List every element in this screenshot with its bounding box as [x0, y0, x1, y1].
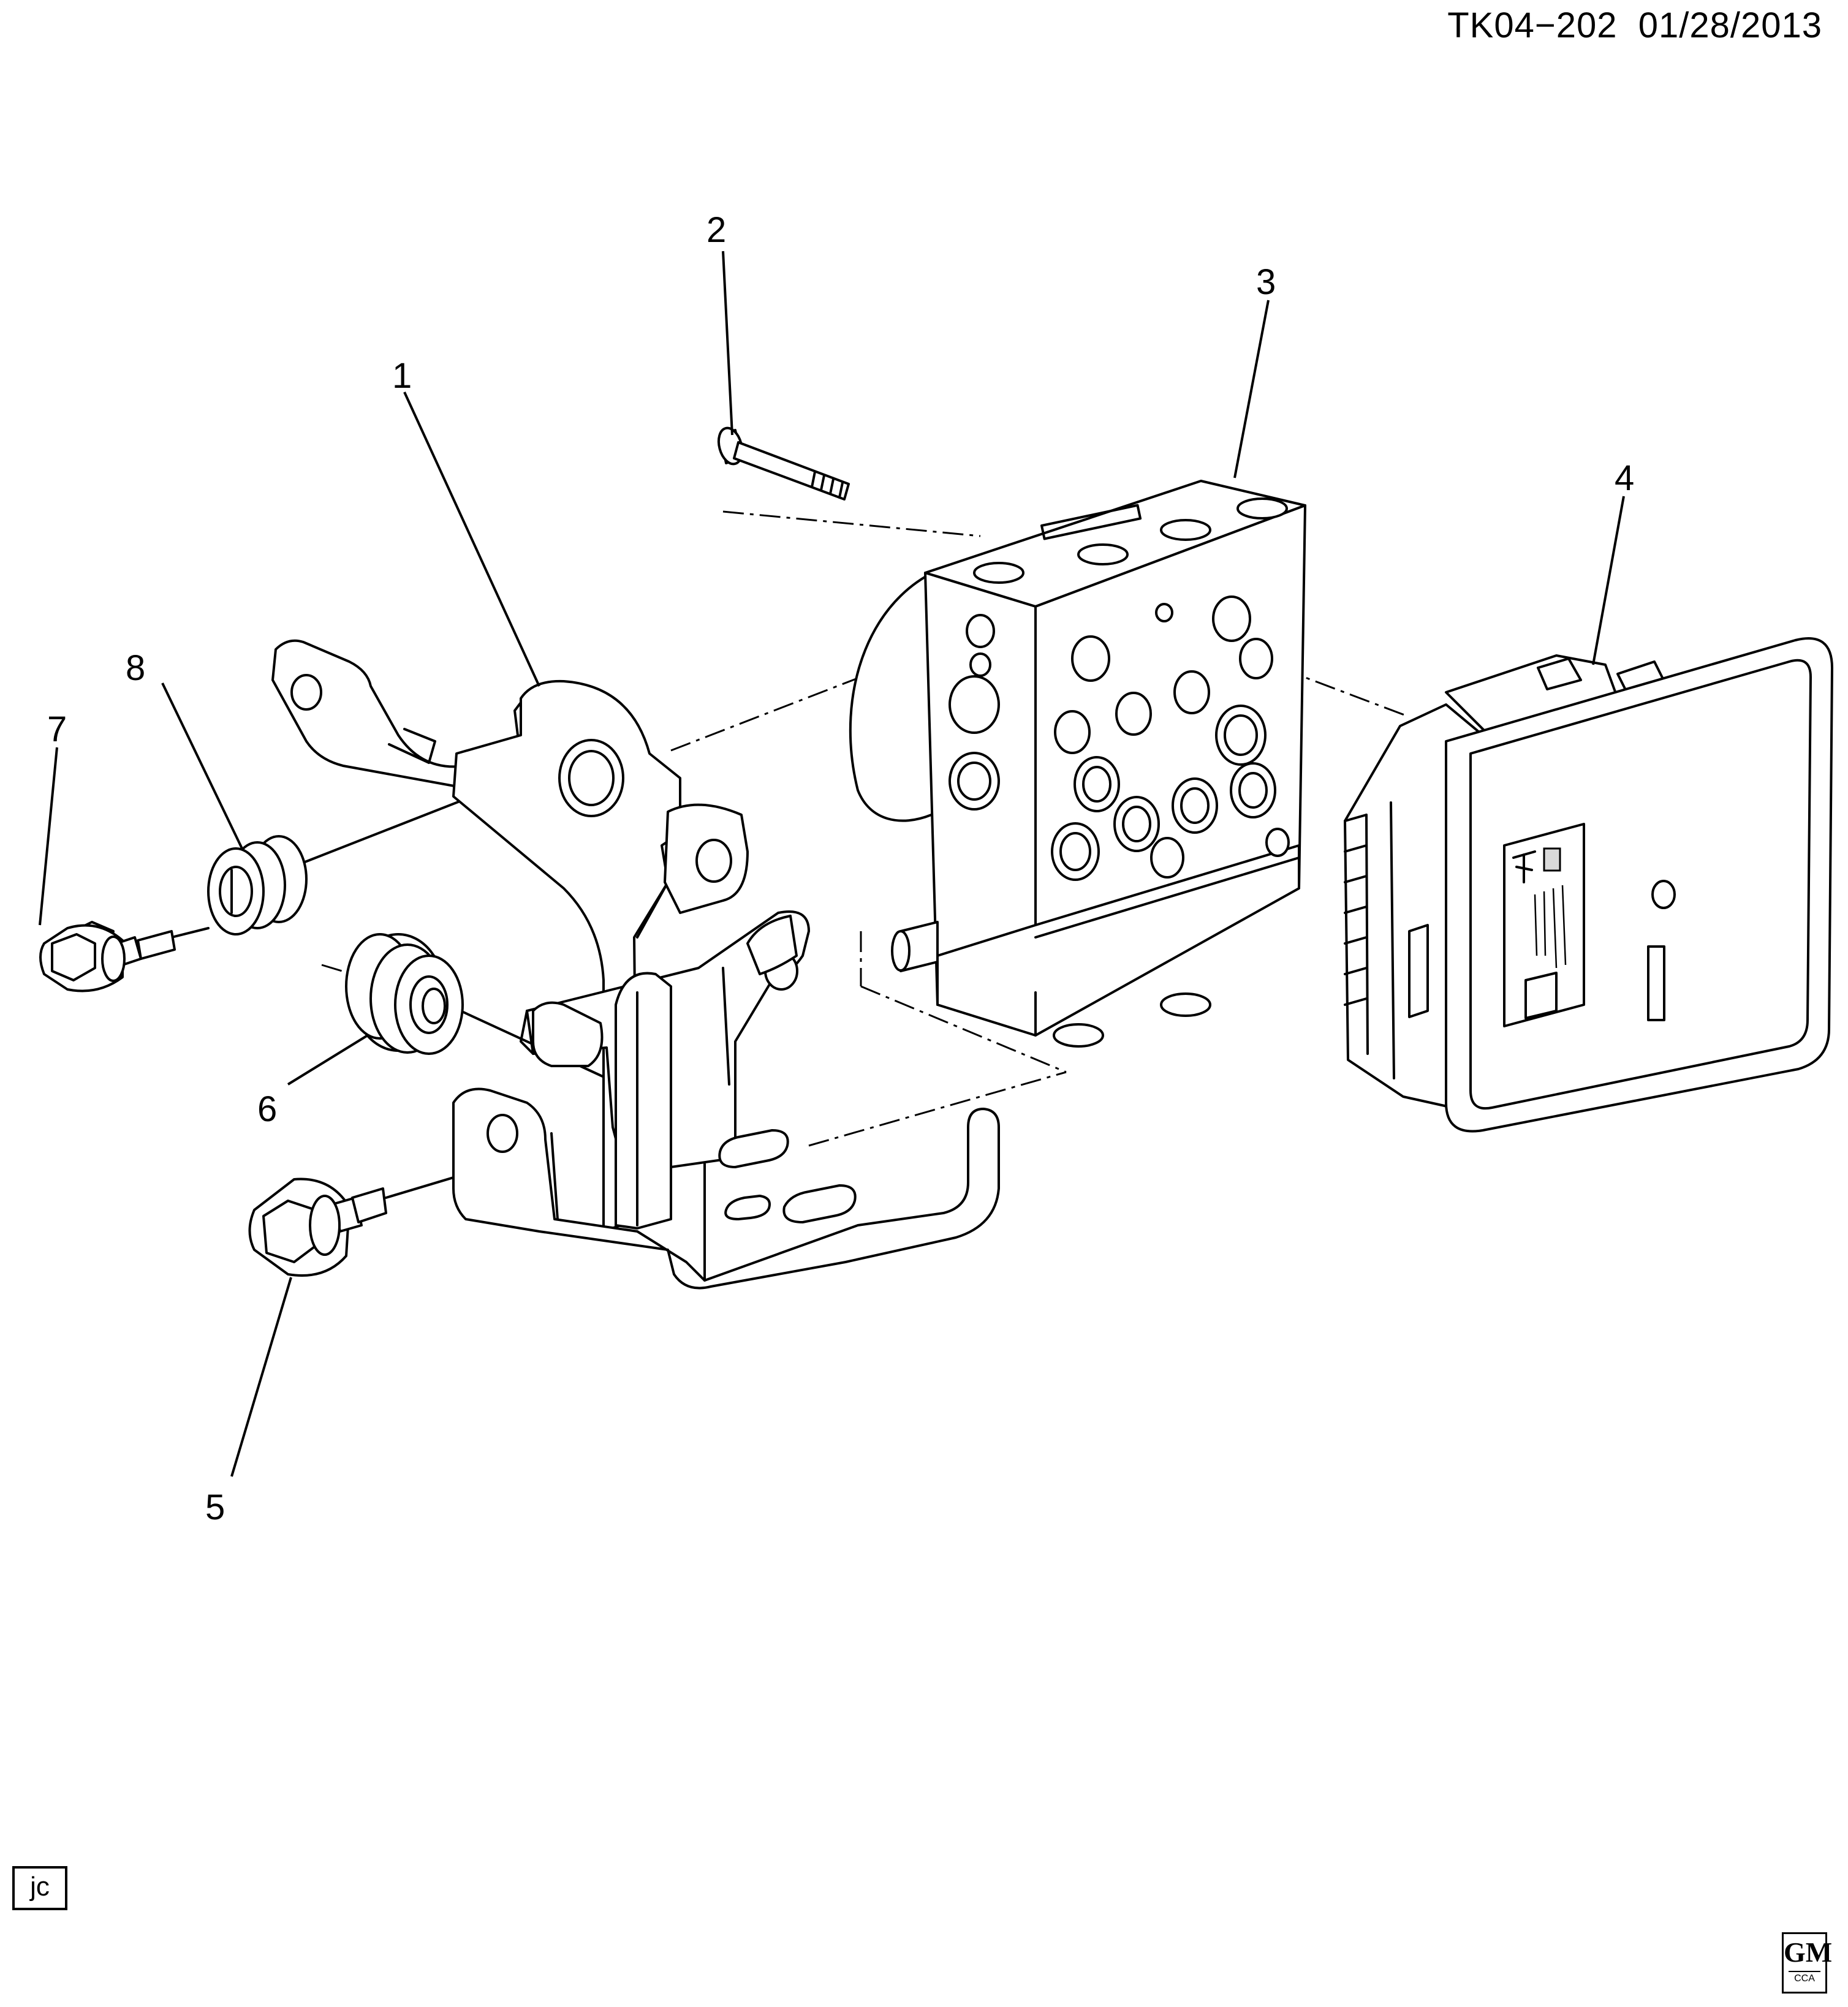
valve-block-part-3 [849, 480, 1306, 1048]
grommet-part-6 [345, 933, 464, 1055]
callout-8: 8 [126, 648, 145, 688]
gm-logo-text: GM [1784, 1937, 1833, 1968]
leader-lines [39, 251, 1625, 1477]
bolt-part-7 [39, 921, 176, 992]
callout-labels: 1 2 3 4 5 6 7 8 [47, 210, 1634, 1527]
callout-2: 2 [706, 210, 726, 250]
bolt-long-part-2 [717, 426, 850, 501]
callout-3: 3 [1256, 262, 1276, 302]
drafter-initials-box: jc [12, 1866, 67, 1910]
callout-1: 1 [392, 356, 412, 396]
grommet-part-8 [207, 835, 308, 935]
callout-6: 6 [257, 1089, 277, 1129]
bolt-part-5 [248, 1177, 387, 1277]
callout-4: 4 [1615, 458, 1634, 498]
diagram-code-and-date: TK04−202 01/28/2013 [1447, 6, 1822, 45]
callout-7: 7 [47, 709, 67, 749]
callout-5: 5 [205, 1487, 225, 1527]
gm-logo: GM CCA [1782, 1932, 1833, 1994]
gm-logo-subtext: CCA [1789, 1971, 1820, 1986]
control-module-part-4 [1344, 637, 1833, 1133]
bracket-part-1 [271, 639, 1000, 1290]
